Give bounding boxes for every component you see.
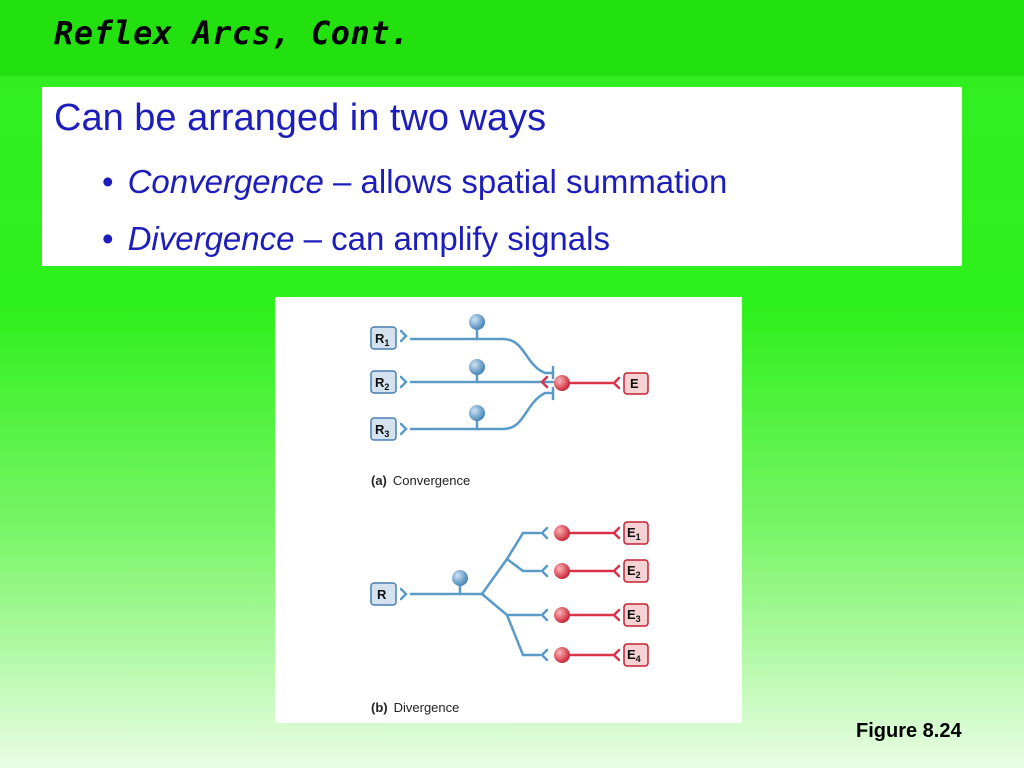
svg-text:E1: E1 xyxy=(627,525,641,542)
svg-text:E2: E2 xyxy=(627,563,641,580)
bullet-divergence: • Divergence – can amplify signals xyxy=(102,220,610,258)
panel-label-a: (a) Convergence xyxy=(371,473,470,488)
effector-label: E xyxy=(630,376,639,391)
slide-title: Reflex Arcs, Cont. xyxy=(54,14,410,52)
receptor-label: R xyxy=(377,587,387,602)
slide-heading: Can be arranged in two ways xyxy=(54,97,547,139)
title-bar: Reflex Arcs, Cont. xyxy=(0,0,1024,76)
receptor-ending xyxy=(399,329,408,343)
motor-dendrite xyxy=(540,608,549,622)
panel-title: Convergence xyxy=(393,473,470,488)
divergence-diagram xyxy=(399,526,549,662)
sensory-cell-body xyxy=(452,570,468,586)
sensory-cell-body xyxy=(469,314,485,330)
receptor-label: R xyxy=(375,331,385,346)
effector-e: E xyxy=(623,372,649,395)
sensory-cell-body xyxy=(469,359,485,375)
receptor-sub: 1 xyxy=(384,338,389,348)
axon-branch xyxy=(505,557,542,573)
panel-label-b: (b) Divergence xyxy=(371,700,459,715)
effector-sub: 1 xyxy=(636,532,641,542)
bullet-dot: • xyxy=(102,163,114,200)
receptor-r: R xyxy=(370,582,397,606)
motor-dendrite xyxy=(540,648,549,662)
bullet-dot: • xyxy=(102,220,114,257)
svg-text:E3: E3 xyxy=(627,607,641,624)
receptor-r2: R2 xyxy=(370,370,397,394)
motor-ending xyxy=(612,564,621,578)
receptor-ending xyxy=(399,422,408,436)
sensory-axon xyxy=(409,337,555,375)
reflex-arc-diagram: R1 R2 R3 E (a)Convergence xyxy=(370,314,649,715)
motor-cell-body xyxy=(554,375,570,391)
text-box: Can be arranged in two ways • Convergence… xyxy=(42,87,962,266)
motor-dendrite xyxy=(540,564,549,578)
receptor-r1: R1 xyxy=(370,326,397,350)
reflex-arc-figure: R1 R2 R3 E (a)Convergence xyxy=(275,297,742,723)
sensory-cell-body xyxy=(469,405,485,421)
receptor-label: R xyxy=(375,375,385,390)
svg-text:R1: R1 xyxy=(375,331,389,348)
receptor-ending xyxy=(399,375,408,389)
effector-sub: 3 xyxy=(636,614,641,624)
effector-sub: 4 xyxy=(636,654,641,664)
bullet-term: Divergence xyxy=(127,220,295,257)
motor-ending xyxy=(612,376,621,390)
effector-label: E xyxy=(627,525,636,540)
motor-ending xyxy=(612,526,621,540)
effector-e4: E4 xyxy=(623,643,649,667)
effector-sub: 2 xyxy=(636,570,641,580)
effector-label: E xyxy=(627,647,636,662)
panel-title: Divergence xyxy=(394,700,460,715)
panel-letter: (a) xyxy=(371,473,387,488)
axon-branch xyxy=(505,613,542,657)
convergence-diagram xyxy=(399,327,555,436)
panel-letter: (b) xyxy=(371,700,388,715)
receptor-ending xyxy=(399,587,408,601)
receptor-sub: 2 xyxy=(384,382,389,392)
bullet-term: Convergence xyxy=(127,163,324,200)
receptor-sub: 3 xyxy=(384,429,389,439)
bullet-text: – allows spatial summation xyxy=(323,163,728,200)
bullet-convergence: • Convergence – allows spatial summation xyxy=(102,163,727,201)
axon-branch xyxy=(480,531,542,596)
motor-dendrite xyxy=(540,375,549,389)
motor-cell-body xyxy=(554,647,570,663)
svg-text:R: R xyxy=(377,587,387,602)
svg-text:E4: E4 xyxy=(627,647,641,664)
receptor-r3: R3 xyxy=(370,417,397,441)
effector-label: E xyxy=(627,563,636,578)
motor-cell-body xyxy=(554,607,570,623)
sensory-axon xyxy=(409,391,555,431)
svg-text:R3: R3 xyxy=(375,422,389,439)
motor-ending xyxy=(612,648,621,662)
divergence-motor xyxy=(567,526,621,662)
convergence-motor xyxy=(540,375,621,390)
effector-e1: E1 xyxy=(623,521,649,545)
motor-cell-body xyxy=(554,563,570,579)
svg-text:E: E xyxy=(630,376,639,391)
effector-label: E xyxy=(627,607,636,622)
svg-text:R2: R2 xyxy=(375,375,389,392)
axon-branch xyxy=(480,592,542,617)
motor-ending xyxy=(612,608,621,622)
receptor-label: R xyxy=(375,422,385,437)
motor-cell-body xyxy=(554,525,570,541)
effector-e2: E2 xyxy=(623,559,649,583)
bullet-text: – can amplify signals xyxy=(294,220,610,257)
effector-e3: E3 xyxy=(623,603,649,627)
figure-caption: Figure 8.24 xyxy=(856,720,962,742)
motor-dendrite xyxy=(540,526,549,540)
